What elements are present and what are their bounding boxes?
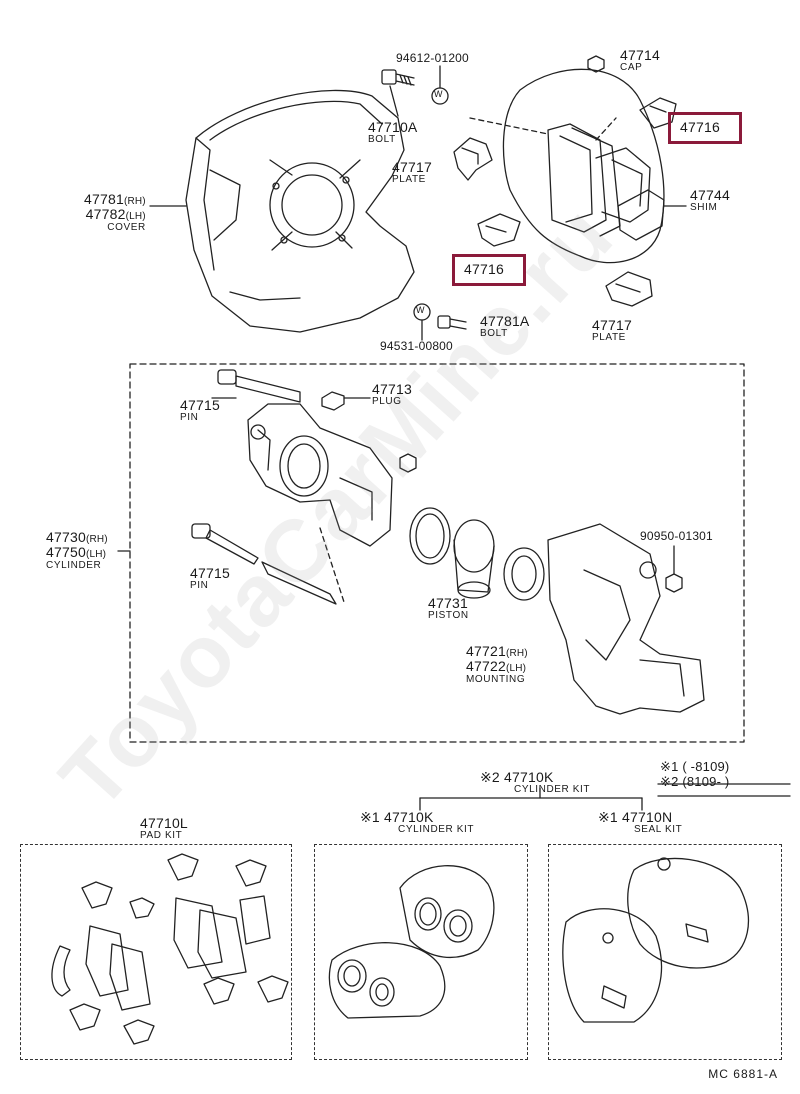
plate-upper-left-label: 47717 PLATE [392,159,432,185]
mounting-shape [547,523,705,715]
cylinder-group-box [129,363,745,743]
pin-upper-shape [211,369,301,403]
cover-label: 47781(RH) 47782(LH) COVER [84,191,146,233]
seal-kit-parts [562,857,749,1023]
bolt-lower-shape [437,315,467,330]
cap-shape [587,55,605,73]
cylinder-kit-parts [328,865,495,1019]
bolt-top-label: 47710A BOLT [368,119,418,145]
pad-kit-label: 47710L PAD KIT [140,815,188,841]
washer-lower-label: 94531-00800 [380,339,453,353]
highlight-plate-mid: 47716 [452,254,526,286]
plug-label: 47713 PLUG [372,381,412,407]
washer-lower-w: W [416,305,425,315]
diagram-code: MC 6881-A [708,1067,778,1081]
pin-upper-label: 47715 PIN [180,397,220,423]
cap-label: 47714 CAP [620,47,660,73]
mounting-bolt-shape [665,573,683,593]
plate-mid-shape [477,213,521,247]
bleeder-nut-shape [399,453,417,473]
cylinder-body-shape [247,403,393,547]
pad-kit-box [20,844,292,1060]
washer-top-w: W [434,89,443,99]
pad-caliper-cluster-shape [502,68,665,264]
kit-tree-lines [419,783,791,811]
pin-lower-label: 47715 PIN [190,565,230,591]
piston-seal-shape [409,507,495,599]
cylinder-kit-2-label: ※2 47710K CYLINDER KIT [480,769,591,795]
bolt-top-shape [381,69,415,86]
pin-lower-shape [191,523,337,605]
washer-top-label: 94612-01200 [396,51,469,65]
cylinder-kit-box [314,844,528,1060]
plate-lower-right-shape [605,271,653,307]
cylinder-kit-1-label: ※1 47710K CYLINDER KIT [360,809,475,835]
cylinder-label: 47730(RH) 47750(LH) CYLINDER [46,529,108,571]
seal-kit-box [548,844,782,1060]
mounting-label: 47721(RH) 47722(LH) MOUNTING [466,643,528,685]
bolt-lower-label: 47781A BOLT [480,313,530,339]
seal-kit-label: ※1 47710N SEAL KIT [598,809,683,835]
pad-kit-parts [51,853,289,1045]
mounting-bolt-label: 90950-01301 [640,529,713,543]
piston-label: 47731 PISTON [428,595,469,621]
plate-upper-left-shape [453,137,493,181]
legend: ※1 ( -8109) ※2 (8109- ) [660,759,730,789]
plate-lower-right-label: 47717 PLATE [592,317,632,343]
highlight-plate-top-right: 47716 [668,112,742,144]
plug-shape [321,391,371,411]
shim-shape [617,189,665,241]
dust-cover-shape [185,89,415,333]
shim-label: 47744 SHIM [690,187,730,213]
boot-shape [503,547,545,601]
